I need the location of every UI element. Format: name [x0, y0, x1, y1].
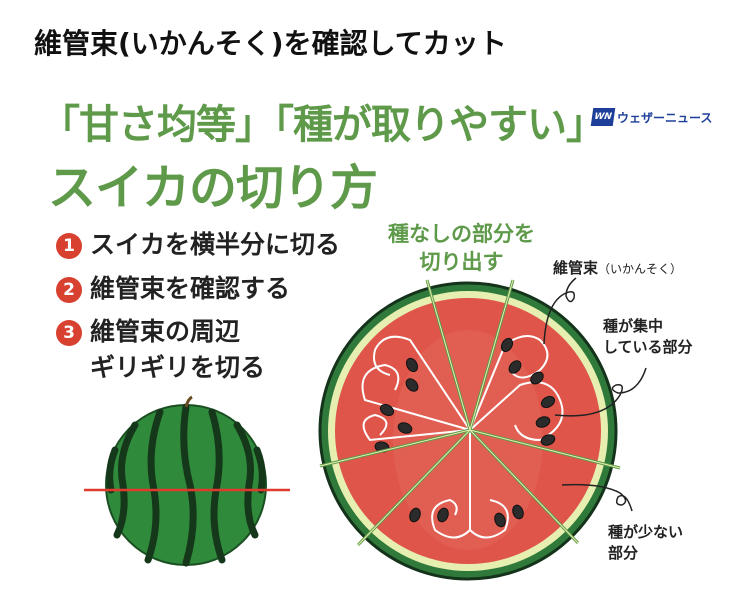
cut-out-label: 種なしの部分を 切り出す	[388, 222, 535, 274]
step-number: 3	[56, 320, 82, 346]
brand-logo: WN ウェザーニュース	[590, 108, 713, 126]
step-3: 3 維管束の周辺 ギリギリを切る	[56, 317, 265, 386]
step-number: 1	[56, 233, 82, 259]
headline-line2: スイカの切り方	[48, 160, 378, 216]
vascular-bundle-term: 維管束	[553, 259, 599, 277]
watermelon-cross-section	[318, 279, 621, 581]
step-text: スイカを横半分に切る	[90, 230, 341, 259]
brand-name: ウェザーニュース	[617, 110, 713, 125]
vascular-bundle-label: 維管束（いかんそく）	[553, 258, 682, 280]
seeds-few-label: 種が少ない 部分	[608, 523, 684, 562]
whole-watermelon	[84, 395, 290, 567]
vascular-bundle-reading: （いかんそく）	[598, 262, 683, 276]
headline-line1: 「甘さ均等」「種が取りやすい」	[40, 102, 606, 148]
step-text: 維管束の周辺 ギリギリを切る	[90, 317, 266, 382]
annotation-leaders	[543, 277, 647, 512]
vascular-bundles	[361, 335, 564, 539]
step-2: 2 維管束を確認する	[56, 274, 290, 307]
step-text: 維管束を確認する	[90, 274, 291, 303]
cut-guide-highlights	[319, 279, 621, 546]
step-1: 1 スイカを横半分に切る	[56, 230, 340, 263]
seeds	[374, 337, 556, 528]
seeds-dense-label: 種が集中 している部分	[603, 317, 693, 356]
page-title: 維管束(いかんそく)を確認してカット	[34, 27, 507, 60]
step-number: 2	[56, 277, 82, 303]
